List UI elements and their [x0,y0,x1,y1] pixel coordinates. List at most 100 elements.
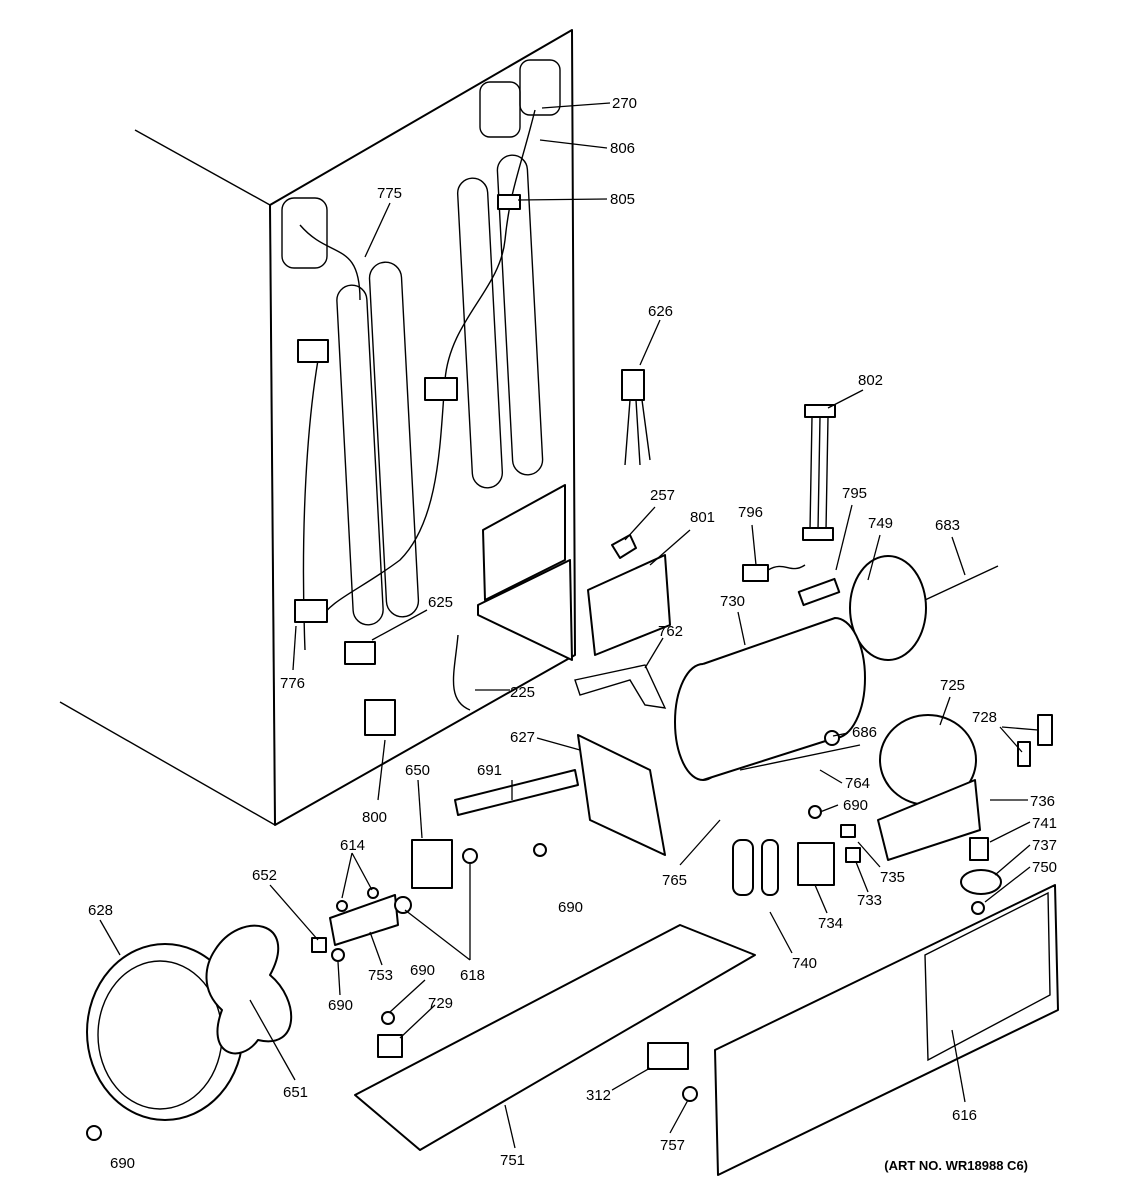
label-806: 806 [610,140,635,157]
clip-805 [497,194,521,210]
part-734 [797,842,835,886]
part-683 [924,565,999,601]
screw-690-b [331,948,345,962]
label-690-b: 690 [328,997,353,1014]
screw-690-a [808,805,822,819]
label-257: 257 [650,487,675,504]
part-614-a [336,900,348,912]
label-690-e: 690 [110,1155,135,1172]
part-741 [969,837,989,861]
part-740-b [761,839,779,896]
label-614: 614 [340,837,365,854]
part-737 [960,869,1002,895]
part-651-fan [205,924,293,1055]
components [86,369,1059,1176]
part-257 [611,534,637,559]
label-729: 729 [428,995,453,1012]
part-802-bottom [802,527,834,541]
part-762 [574,664,667,709]
label-626: 626 [648,303,673,320]
label-749: 749 [868,515,893,532]
part-725-base [877,779,981,861]
part-225 [452,634,471,711]
fitting-right-2 [519,59,561,116]
part-800 [364,699,396,736]
leader-lines [99,102,1039,1149]
label-618: 618 [460,967,485,984]
label-627: 627 [510,729,535,746]
label-728: 728 [972,709,997,726]
label-795: 795 [842,485,867,502]
part-625 [344,641,376,665]
part-626-wires [624,399,651,466]
label-734: 734 [818,915,843,932]
label-736: 736 [1030,793,1055,810]
cabinet-back-panel [269,29,576,826]
label-690-c: 690 [410,962,435,979]
label-683: 683 [935,517,960,534]
part-801-board [587,554,671,656]
part-627 [577,734,666,856]
label-725: 725 [940,677,965,694]
part-652 [311,937,327,953]
screw-690-e [86,1125,102,1141]
part-728-a [1037,714,1053,746]
coil-oval-2 [368,261,420,618]
label-616: 616 [952,1107,977,1124]
part-686 [824,730,840,746]
label-650: 650 [405,762,430,779]
label-801: 801 [690,509,715,526]
tube-775 [299,224,361,301]
clip-776 [294,599,328,623]
part-730-coil-body [702,617,866,781]
back-opening [482,484,566,601]
label-225: 225 [510,684,535,701]
label-762: 762 [658,623,683,640]
fitting-left [281,197,328,269]
part-735 [840,824,856,838]
part-616-grille [714,884,1059,1176]
label-651: 651 [283,1084,308,1101]
part-729 [377,1034,403,1058]
part-614-b [367,887,379,899]
part-757 [682,1086,698,1102]
label-691: 691 [477,762,502,779]
part-labels: 270 806 805 775 626 802 257 801 796 795 … [88,95,1057,1173]
coil-oval-4 [496,154,544,476]
fitting-right-1 [479,81,521,138]
part-740-a [732,839,754,896]
part-796-wire [767,564,806,571]
part-796 [742,564,769,582]
cabinet-corner-edge [269,204,276,826]
label-751: 751 [500,1152,525,1169]
label-737: 737 [1032,837,1057,854]
part-764 [739,744,861,771]
part-749-disk [849,555,927,661]
label-652: 652 [252,867,277,884]
label-625: 625 [428,594,453,611]
label-690-middle: 690 [558,899,583,916]
part-626 [621,369,645,401]
label-735: 735 [880,869,905,886]
cabinet-bottom-edge [59,701,276,826]
art-number: (ART NO. WR18988 C6) [884,1158,1028,1173]
label-796: 796 [738,504,763,521]
label-753: 753 [368,967,393,984]
label-776: 776 [280,675,305,692]
part-750 [971,901,985,915]
part-751-pan [354,924,756,1151]
coil-oval-1 [336,284,384,626]
part-733 [845,847,861,863]
label-733: 733 [857,892,882,909]
label-628: 628 [88,902,113,919]
label-765: 765 [662,872,687,889]
lower-flange [477,559,573,661]
screw-690-middle [533,843,547,857]
label-740: 740 [792,955,817,972]
label-690-a: 690 [843,797,868,814]
label-775: 775 [377,185,402,202]
label-800: 800 [362,809,387,826]
clip-upper-left [297,339,329,363]
